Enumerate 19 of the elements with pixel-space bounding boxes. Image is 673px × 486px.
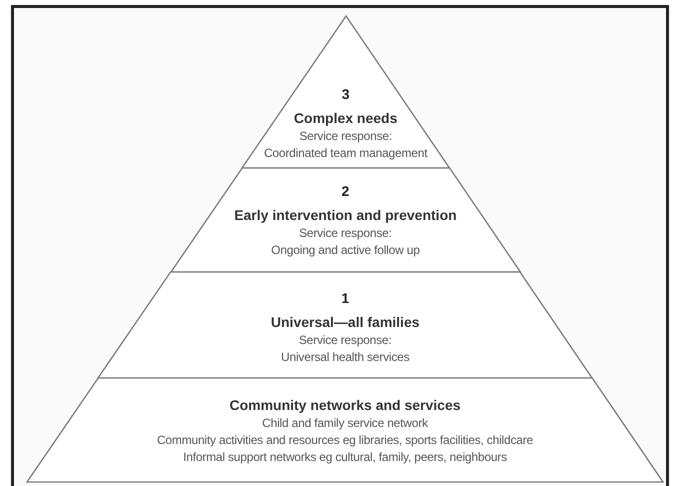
tier-heading: Community networks and services — [229, 396, 461, 414]
pyramid-tier — [170, 168, 520, 272]
tier-text: Ongoing and active follow up — [271, 242, 420, 259]
tier-number: 3 — [342, 85, 350, 104]
pyramid-tier — [242, 16, 450, 168]
tier-text: Informal support networks eg cultural, family, peers, neighbours — [183, 448, 507, 466]
tier-text: Child and family service network — [262, 414, 428, 432]
tier-text: Service response: — [299, 128, 392, 145]
tier-heading: Early intervention and prevention — [234, 206, 457, 225]
tier-heading: Universal—all families — [270, 313, 420, 332]
tier-text: Service response: — [298, 332, 392, 349]
tier-heading: Complex needs — [294, 109, 398, 128]
tier-text: Universal health services — [281, 349, 410, 366]
tier-text: Coordinated team management — [264, 145, 428, 162]
tier-text: Community activities and resources eg libraries, sports facilities, childcare — [156, 432, 534, 448]
tier-number: 2 — [342, 182, 350, 201]
tier-text: Service response: — [299, 225, 392, 242]
tier-number: 1 — [341, 289, 350, 308]
pyramid-tier — [98, 272, 592, 378]
